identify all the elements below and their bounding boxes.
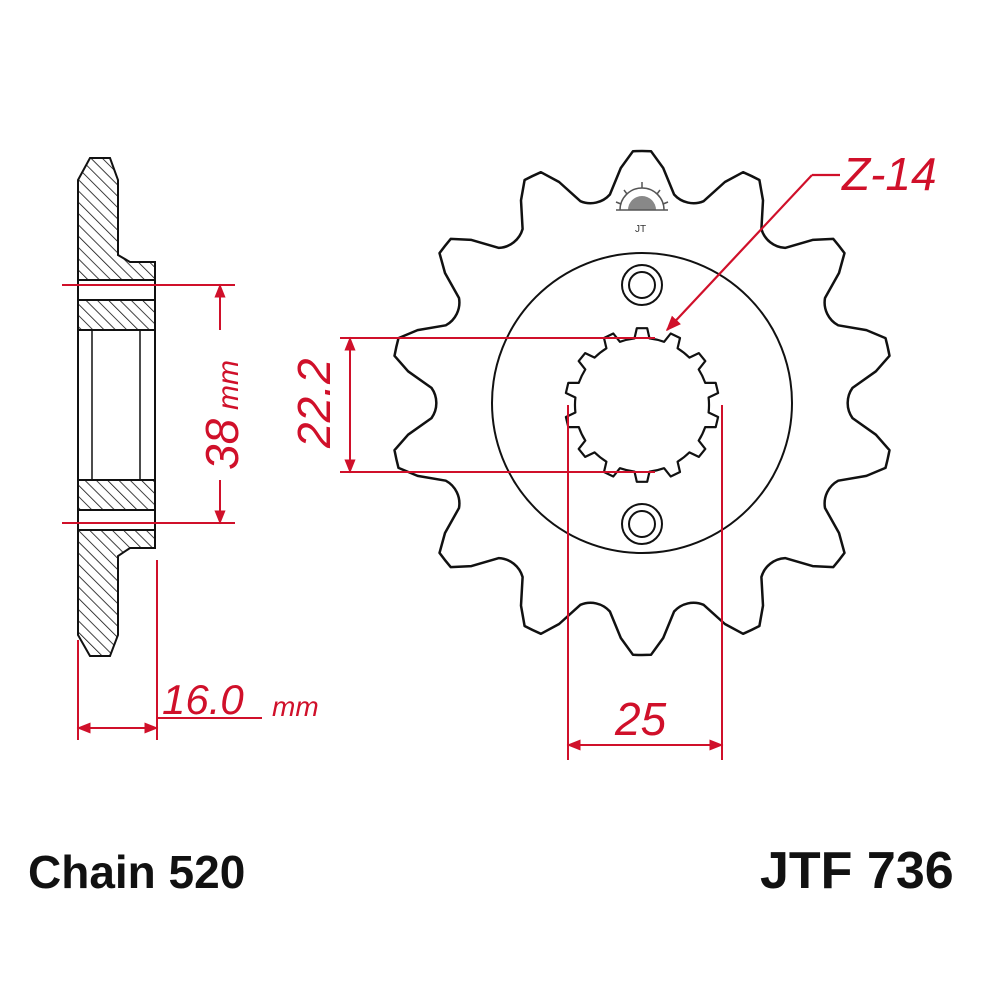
bolt-circle-unit: mm bbox=[212, 360, 245, 410]
logo-text: JT bbox=[635, 224, 646, 235]
part-number: JTF 736 bbox=[760, 842, 954, 900]
spline-outer-dimension: 25 bbox=[566, 405, 724, 760]
bolt-hole-top bbox=[621, 264, 663, 306]
tooth-count-label: Z-14 bbox=[841, 148, 937, 200]
side-view-bottom-section bbox=[77, 529, 156, 657]
side-view-upper-hub bbox=[77, 299, 156, 331]
spline-outer-value: 25 bbox=[614, 693, 667, 745]
side-view-top-section bbox=[77, 157, 156, 281]
tooth-count-callout: Z-14 bbox=[665, 148, 937, 332]
bolt-circle-value: 38 bbox=[196, 418, 248, 470]
side-view bbox=[77, 157, 156, 657]
chain-label: Chain 520 bbox=[28, 846, 245, 898]
spline-inner-dimension: 22.2 bbox=[288, 336, 655, 474]
side-view-lower-hub bbox=[77, 479, 156, 511]
bolt-circle-dimension: 38 mm bbox=[62, 283, 248, 525]
side-view-bore bbox=[77, 329, 156, 481]
bolt-hole-bottom bbox=[621, 503, 663, 545]
sunrise-logo-icon: JT bbox=[615, 182, 669, 235]
hub-circle bbox=[491, 252, 793, 554]
spline-inner-value: 22.2 bbox=[288, 358, 340, 449]
thickness-unit: mm bbox=[272, 691, 319, 722]
front-view bbox=[393, 149, 891, 657]
thickness-value: 16.0 bbox=[162, 676, 244, 723]
thickness-dimension: 16.0 mm bbox=[76, 560, 319, 740]
